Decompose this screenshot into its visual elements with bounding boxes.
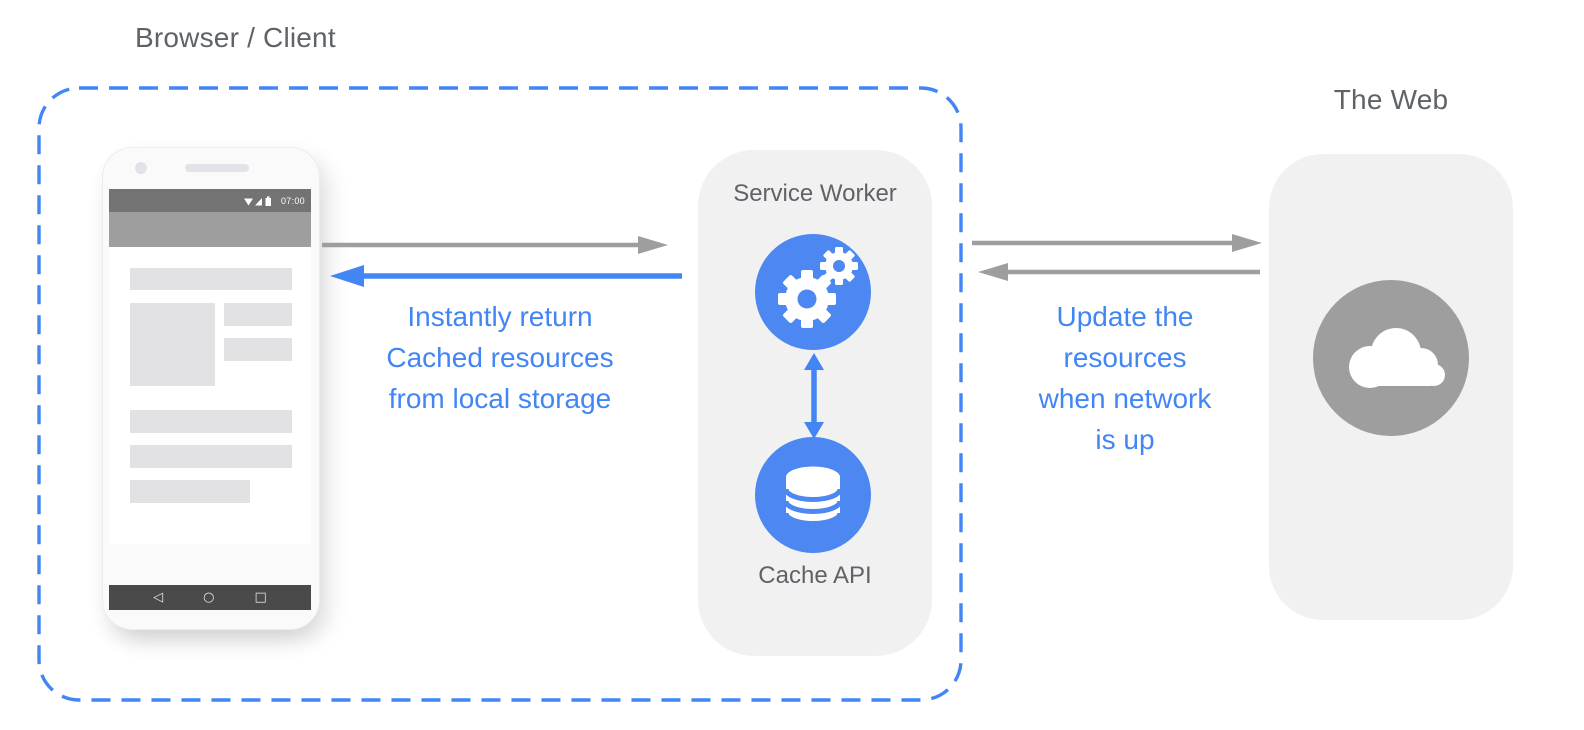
note-line: Instantly return bbox=[407, 301, 593, 332]
content-placeholder-bar bbox=[130, 268, 292, 290]
cloud-icon bbox=[1349, 328, 1445, 388]
content-placeholder-bar bbox=[130, 410, 292, 433]
request-arrow-right bbox=[322, 236, 668, 254]
battery-icon bbox=[265, 195, 271, 206]
cell-signal-icon bbox=[254, 197, 262, 205]
gears-icon bbox=[778, 247, 858, 328]
cached-response-arrow-left bbox=[330, 265, 682, 287]
note-line: from local storage bbox=[388, 383, 612, 414]
browser-client-label: Browser / Client bbox=[135, 22, 336, 53]
content-placeholder-image bbox=[130, 303, 215, 386]
note-line: Cached resources bbox=[386, 342, 614, 373]
note-line: when network bbox=[1038, 383, 1212, 414]
phone-speaker bbox=[185, 164, 249, 172]
network-request-arrow-right bbox=[972, 234, 1262, 252]
service-worker-panel: Service Worker bbox=[698, 150, 932, 656]
status-time: 07:00 bbox=[280, 195, 305, 206]
cache-api-circle bbox=[755, 437, 871, 553]
phone-app-bar bbox=[109, 212, 311, 247]
content-placeholder-bar bbox=[130, 445, 292, 468]
web-cloud-circle bbox=[1313, 280, 1469, 436]
the-web-label: The Web bbox=[1333, 84, 1449, 115]
note-line: is up bbox=[1095, 424, 1155, 455]
content-placeholder-bar bbox=[130, 480, 250, 503]
home-icon: ○ bbox=[203, 590, 215, 605]
cache-api-label: Cache API bbox=[758, 562, 872, 589]
phone-mockup: 07:00 ◁ ○ □ bbox=[102, 147, 320, 630]
database-icon bbox=[783, 466, 843, 526]
status-icons bbox=[243, 195, 271, 206]
cached-resources-note: Instantly return Cached resources from l… bbox=[350, 296, 650, 419]
update-resources-note: Update the resources when network is up bbox=[975, 296, 1275, 460]
content-placeholder-bar bbox=[224, 338, 292, 361]
service-worker-title: Service Worker bbox=[733, 180, 897, 207]
network-response-arrow-left bbox=[978, 263, 1260, 281]
phone-screen: 07:00 bbox=[109, 189, 311, 544]
browser-client-dashed-border bbox=[37, 86, 963, 702]
wifi-icon bbox=[243, 198, 253, 205]
overview-icon: □ bbox=[254, 590, 267, 605]
content-placeholder-bar bbox=[224, 303, 292, 326]
phone-status-bar: 07:00 bbox=[109, 189, 311, 212]
note-line: Update the bbox=[1056, 301, 1194, 332]
the-web-panel bbox=[1269, 154, 1513, 620]
back-icon: ◁ bbox=[153, 590, 164, 605]
phone-camera-dot bbox=[135, 162, 147, 174]
phone-nav-bar: ◁ ○ □ bbox=[109, 585, 311, 610]
sw-cache-double-arrow bbox=[804, 353, 824, 439]
service-worker-circle bbox=[755, 234, 871, 350]
note-line: resources bbox=[1063, 342, 1187, 373]
